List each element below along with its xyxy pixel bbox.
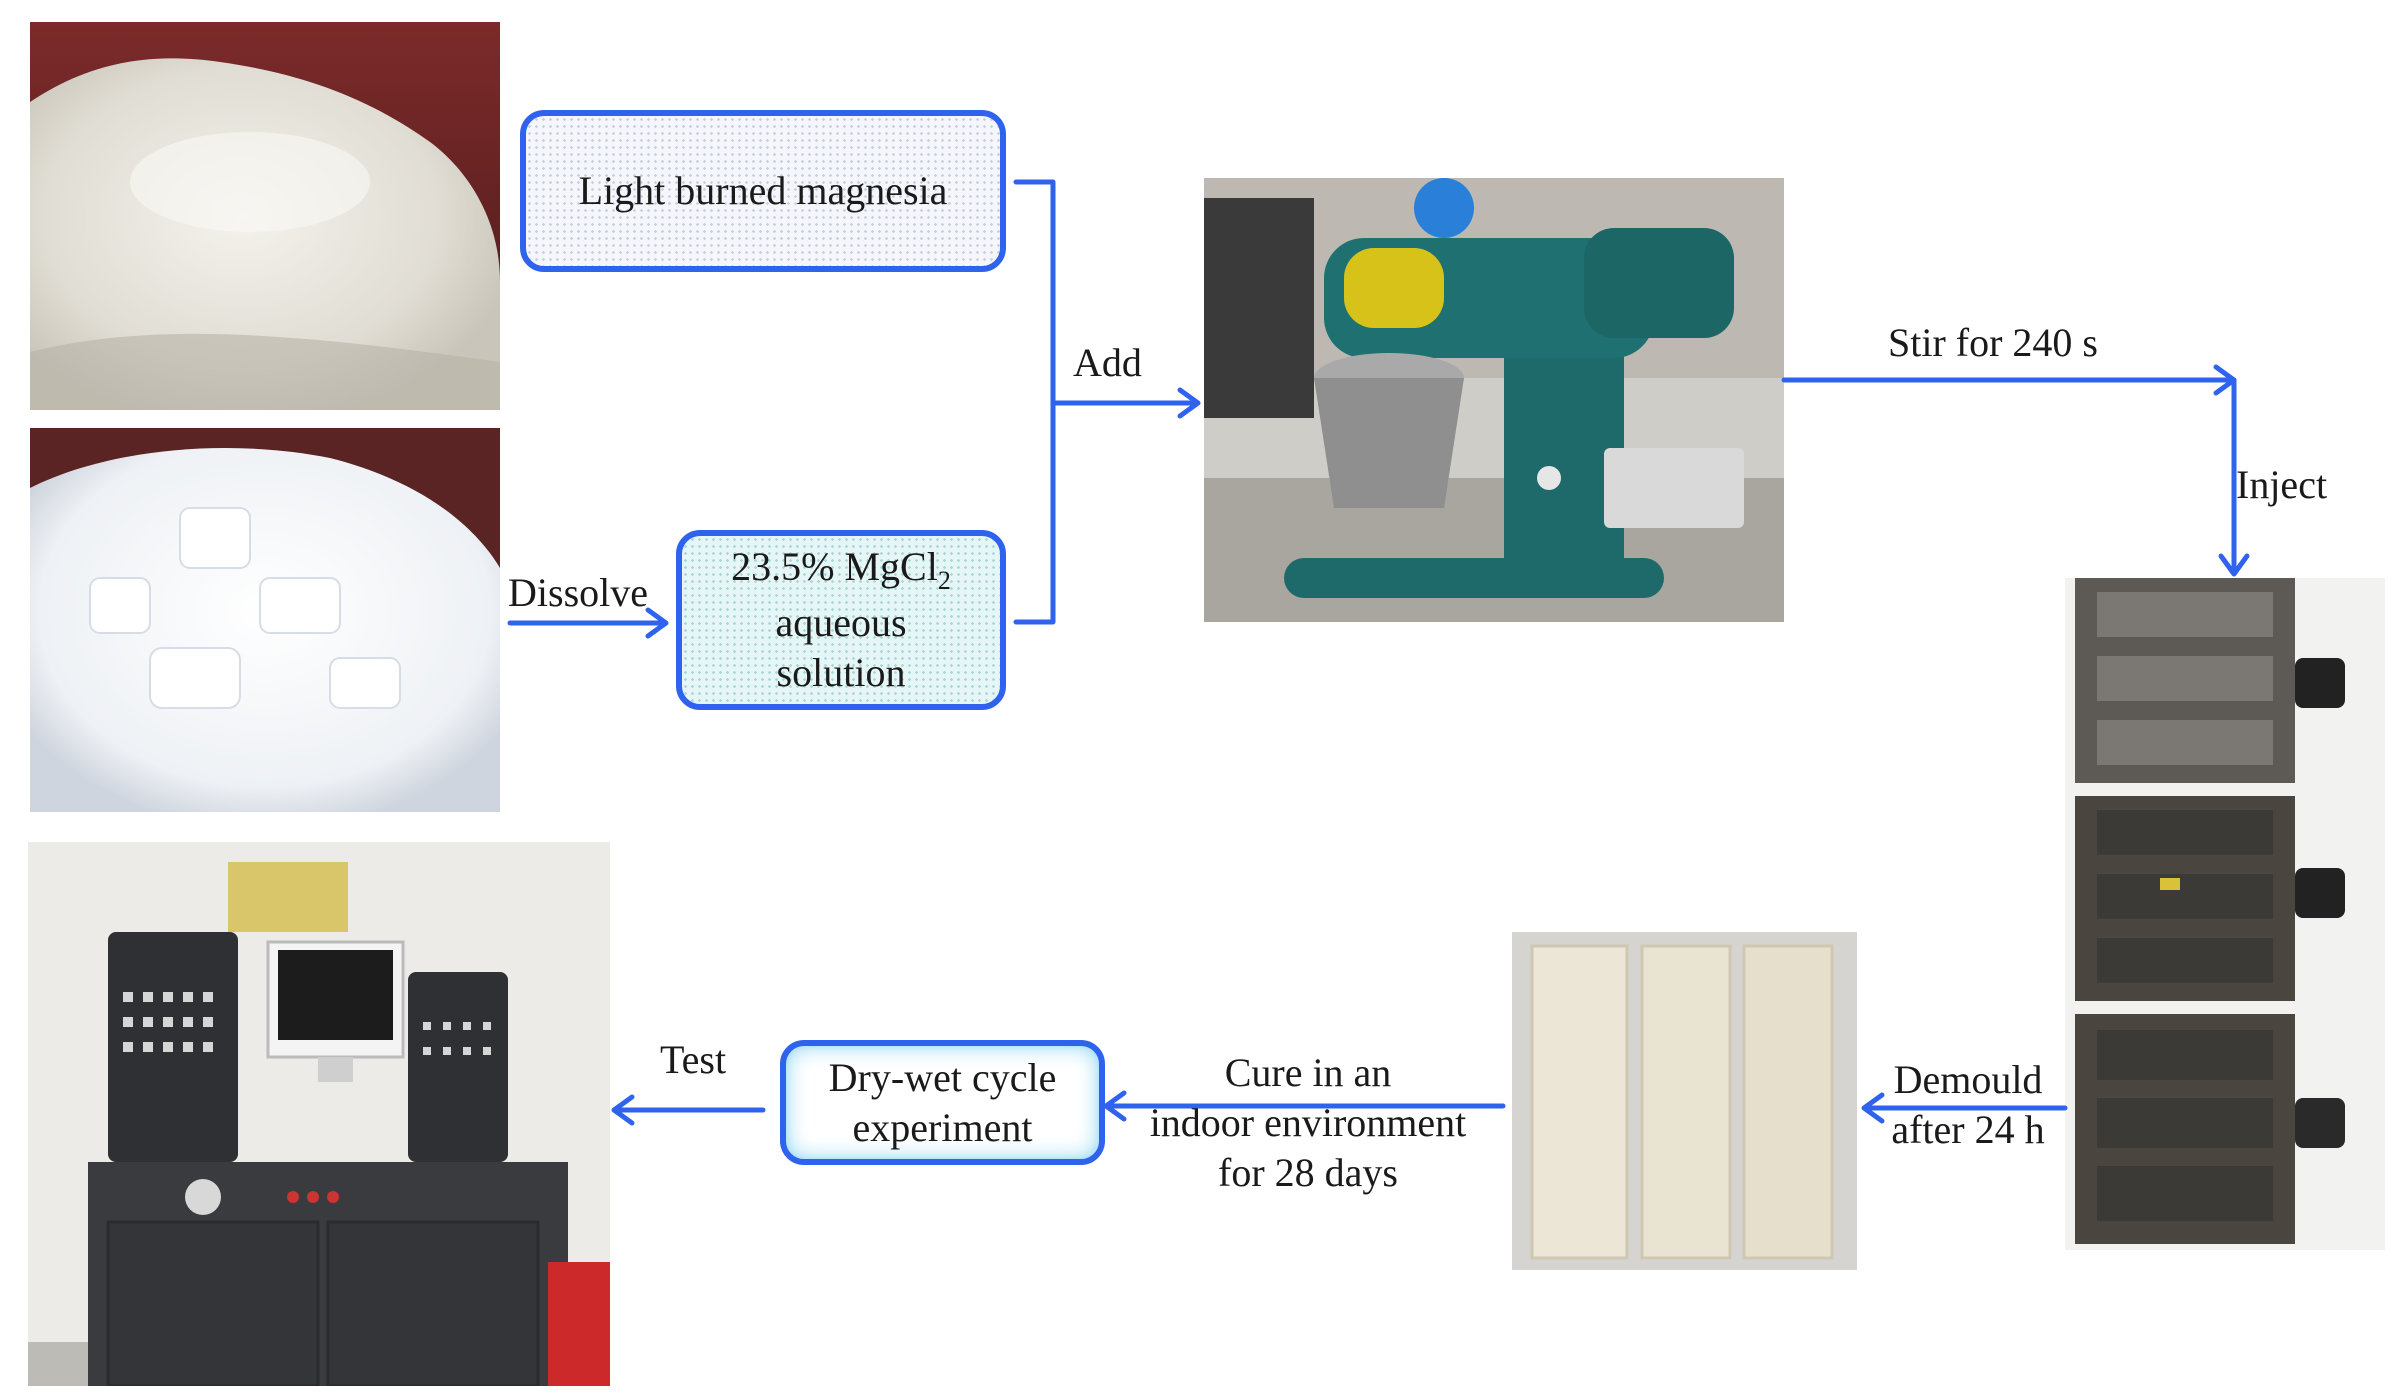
- demould-label-line2: after 24 h: [1891, 1107, 2045, 1152]
- testing-machine-photo: [28, 842, 610, 1386]
- mgcl2-crystal-photo: [30, 428, 500, 812]
- steel-mould-photo: [2065, 578, 2385, 1250]
- add-label: Add: [1073, 340, 1142, 385]
- mgcl2-label-subscript: 2: [937, 566, 951, 596]
- specimens-photo: [1512, 932, 1857, 1270]
- experiment-label-line2: experiment: [852, 1104, 1033, 1150]
- mgcl2-label-prefix: 23.5% MgCl: [731, 544, 938, 590]
- mgcl2-box: 23.5% MgCl2 aqueous solution: [676, 530, 1006, 710]
- dissolve-label: Dissolve: [508, 570, 648, 615]
- demould-label: Demould after 24 h: [1878, 1055, 2058, 1155]
- stir-label: Stir for 240 s: [1888, 320, 2098, 365]
- cure-label: Cure in an indoor environment for 28 day…: [1118, 1048, 1498, 1198]
- experiment-box: Dry-wet cycle experiment: [780, 1040, 1105, 1165]
- mortar-mixer-photo: [1204, 178, 1784, 622]
- demould-label-line1: Demould: [1893, 1057, 2043, 1102]
- cure-label-line3: for 28 days: [1218, 1150, 1398, 1195]
- magnesia-box: Light burned magnesia: [520, 110, 1006, 272]
- inject-label: Inject: [2236, 462, 2328, 507]
- cure-label-line1: Cure in an: [1224, 1050, 1392, 1095]
- join-bracket: [1013, 179, 1056, 625]
- test-label: Test: [660, 1037, 727, 1082]
- cure-label-line2: indoor environment: [1149, 1100, 1467, 1145]
- mgcl2-label-line2: aqueous: [775, 599, 907, 645]
- mgcl2-label-line3: solution: [776, 649, 906, 695]
- magnesia-powder-photo: [30, 22, 500, 410]
- experiment-label-line1: Dry-wet cycle: [828, 1054, 1057, 1100]
- magnesia-label: Light burned magnesia: [578, 168, 948, 213]
